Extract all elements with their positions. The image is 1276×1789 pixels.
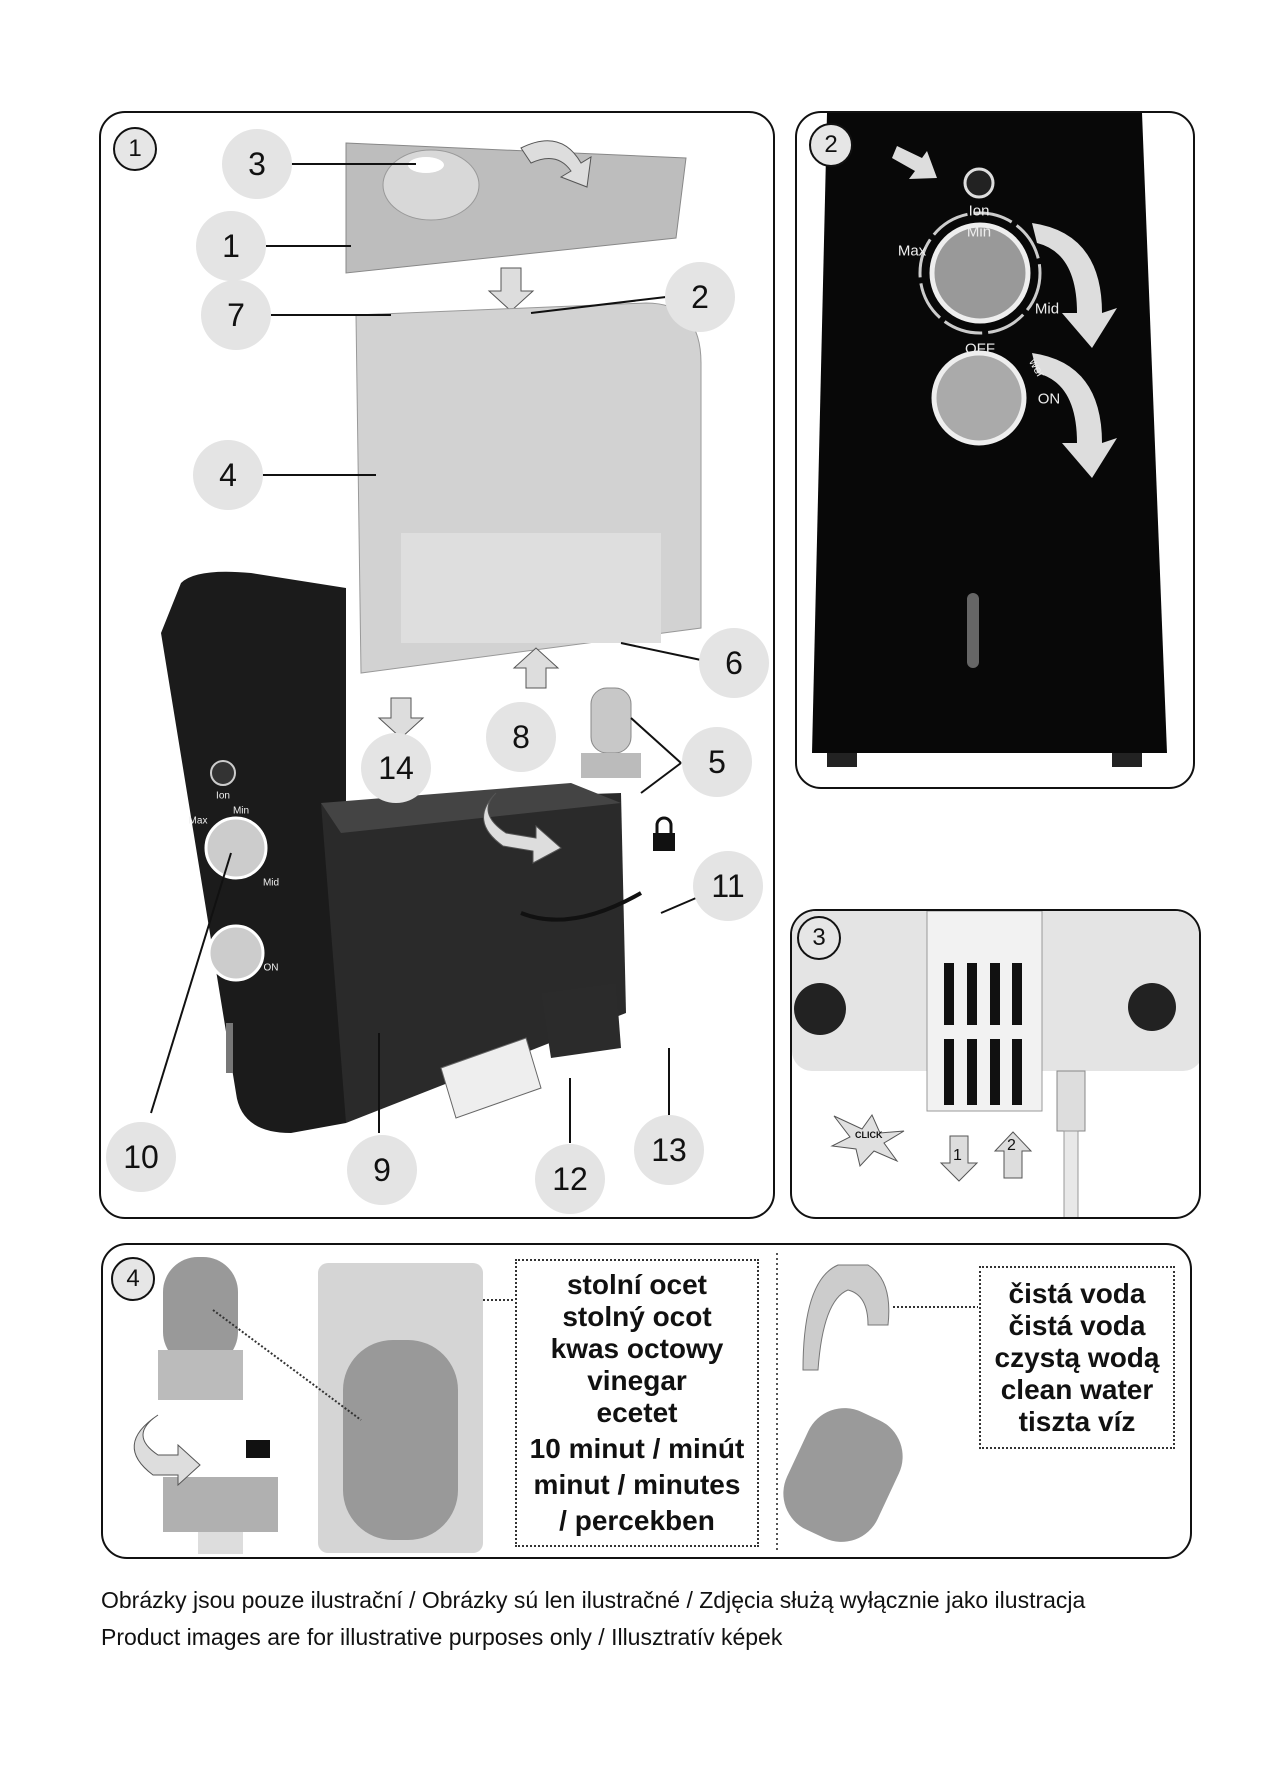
part-label: 13 [634,1115,704,1185]
vinegar-instructions: stolní ocet stolný ocot kwas octowy vine… [515,1259,759,1547]
instruction-line: stolní ocet [566,1269,707,1300]
panel-number: 2 [809,123,853,167]
instruction-line: čistá voda [1008,1277,1146,1309]
device-max-text: Max [188,815,208,827]
control-panel-illustration [812,113,1167,767]
instruction-line: vinegar [587,1365,687,1396]
panel-3-filter-insert: 3 CLICK 1 2 [790,909,1201,1219]
panel-1-exploded-view: 1 3 1 7 2 4 6 8 5 14 11 10 9 12 13 Ion M… [99,111,775,1219]
arrow-down-step: 1 [953,1147,962,1164]
panel-number: 3 [797,916,841,960]
instruction-line: clean water [1000,1373,1154,1405]
max-label: Max [897,242,927,260]
water-instructions: čistá voda čistá voda czystą wodą clean … [979,1266,1175,1449]
part-label: 9 [347,1135,417,1205]
footer-disclaimer-line-2: Product images are for illustrative purp… [101,1624,783,1650]
mid-label: Mid [1034,300,1060,318]
part-label: 2 [665,262,735,332]
part-label: 4 [193,440,263,510]
instruction-line: tiszta víz [1018,1405,1136,1437]
min-label: Min [966,223,992,241]
instruction-line: czystą wodą [994,1341,1160,1373]
instruction-line: stolný ocot [562,1301,712,1332]
instruction-line: minut / minutes [533,1469,741,1500]
panel-number: 1 [113,127,157,171]
part-label: 5 [682,727,752,797]
click-burst-label: CLICK [855,1130,883,1140]
part-label: 12 [535,1144,605,1214]
instruction-line: kwas octowy [550,1333,724,1364]
device-mid-text: Mid [262,877,280,889]
part-label: 10 [106,1122,176,1192]
part-label: 14 [361,733,431,803]
humidifier-exploded-illustration [150,140,702,1143]
panel-4-filter-cleaning: 4 stolní ocet stolný ocot kwas octowy vi… [101,1243,1192,1559]
part-label: 3 [222,129,292,199]
on-label: ON [1037,390,1061,408]
off-label: OFF [965,340,995,358]
panel-number: 4 [111,1257,155,1301]
cleaning-illustration [133,1253,978,1554]
instruction-line: 10 minut / minút [529,1433,745,1464]
instruction-line: / percekben [559,1505,715,1536]
arrow-up-step: 2 [1007,1137,1016,1154]
footer-disclaimer-line-1: Obrázky jsou pouze ilustrační / Obrázky … [101,1587,1086,1613]
part-label: 8 [486,702,556,772]
device-min-text: Min [232,805,250,817]
part-label: 1 [196,211,266,281]
part-label: 6 [699,628,769,698]
filter-insert-illustration [792,911,1199,1217]
part-label: 11 [693,851,763,921]
device-ion-text: Ion [216,790,230,802]
part-label: 7 [201,280,271,350]
instruction-line: ecetet [596,1397,678,1428]
panel-2-control-panel: 2 Ion Min Max Mid OFF wer ON [795,111,1195,789]
ion-button-label: Ion [968,202,990,220]
device-on-text: ON [263,962,279,974]
instruction-line: čistá voda [1008,1309,1146,1341]
